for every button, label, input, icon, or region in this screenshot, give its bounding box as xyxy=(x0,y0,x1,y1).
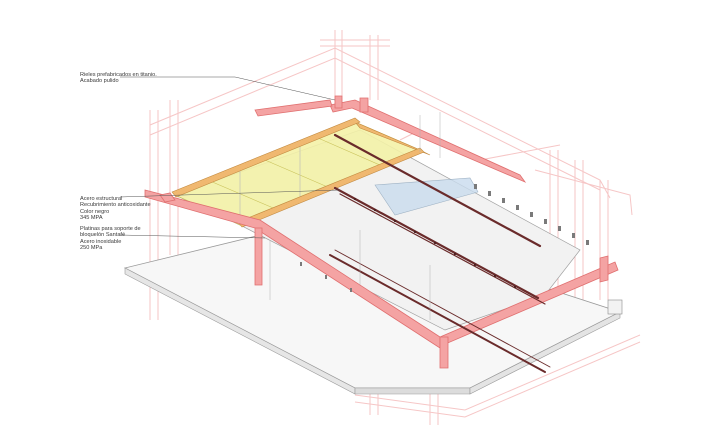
rail-bolts xyxy=(353,197,517,289)
annotation-steel-line4: 345 MPA xyxy=(80,215,103,222)
titanium-rails xyxy=(329,133,551,373)
annotation-rails-line1: Rieles prefabricados en titanio. xyxy=(80,72,157,78)
support-plates xyxy=(300,184,589,292)
annotation-plates-line4: 250 MPa xyxy=(80,245,103,252)
secondary-lines xyxy=(269,112,441,320)
steel-frame xyxy=(144,95,619,369)
annotation-plates-line3: Acero inoxidable xyxy=(80,238,122,245)
annotation-steel-line1: Acero estructural xyxy=(80,196,123,202)
annotation-steel-line3: Color negro xyxy=(80,208,110,215)
annotation-rails-line2: Acabado pulido xyxy=(80,78,119,85)
annotation-rails: Rieles prefabricados en titanio. Acabado… xyxy=(80,72,157,85)
leader-lines xyxy=(119,76,341,239)
annotation-steel: Acero estructural Recubrimiento anticoxi… xyxy=(80,196,151,222)
annotation-plates-line2: bloquelón Santafé xyxy=(80,232,126,239)
annotation-plates-line1: Platinas para soporte de xyxy=(80,226,141,232)
annotation-steel-line2: Recubrimiento anticoxidante xyxy=(80,202,151,209)
annotation-plates: Platinas para soporte de bloquelón Santa… xyxy=(80,226,141,252)
